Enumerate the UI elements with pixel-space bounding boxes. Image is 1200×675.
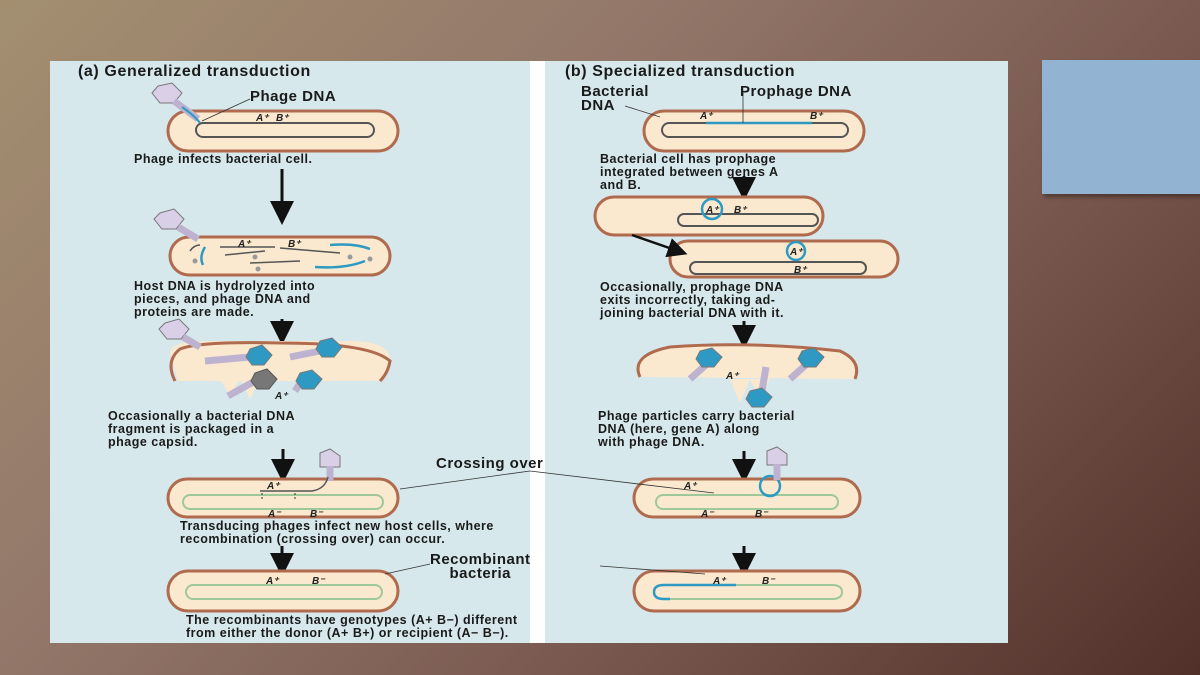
cell-b1: A⁺ B⁺ — [624, 93, 866, 153]
svg-text:B⁺: B⁺ — [276, 113, 290, 124]
label-recombinant-bacteria: Recombinant bacteria — [430, 551, 531, 582]
svg-text:A⁺: A⁺ — [266, 481, 281, 492]
cell-b2: A⁺ B⁺ A⁺ B⁺ — [593, 195, 900, 279]
phage-particle — [289, 337, 343, 361]
phage-particle — [745, 366, 773, 408]
svg-text:A⁺: A⁺ — [705, 205, 720, 216]
svg-text:A⁺: A⁺ — [237, 239, 252, 250]
cell-b3: A⁺ — [636, 343, 859, 408]
svg-text:B⁺: B⁺ — [734, 205, 748, 216]
accent-box — [1042, 60, 1200, 194]
caption-step4: Transducing phages infect new host cells… — [180, 519, 494, 546]
label-phage-dna: Phage DNA — [250, 88, 337, 105]
caption-b-step2: Occasionally, prophage DNA exits incorre… — [600, 280, 784, 320]
cell-a5: A⁺ B⁻ — [166, 569, 400, 613]
svg-text:A⁺: A⁺ — [265, 576, 280, 587]
svg-text:B⁻: B⁻ — [312, 576, 326, 587]
label-bacterial-dna: Bacterial DNA — [581, 83, 649, 114]
cell-a4: A⁺ A⁻ B⁻ — [166, 448, 400, 520]
svg-text:B⁻: B⁻ — [755, 509, 769, 520]
phage-particle — [226, 368, 278, 400]
label-prophage-dna: Prophage DNA — [740, 83, 852, 100]
cell-a2: A⁺ B⁺ — [153, 208, 392, 277]
phage-particle — [787, 347, 825, 382]
svg-text:A⁻: A⁻ — [267, 509, 282, 520]
cell-a3: A⁺ — [158, 318, 392, 402]
caption-a-step1: Phage infects bacterial cell. — [134, 152, 313, 166]
svg-text:A⁺: A⁺ — [725, 371, 740, 382]
cell-a1: A⁺ B⁺ — [151, 82, 400, 153]
cell-b5: A⁺ B⁻ — [632, 569, 862, 613]
svg-text:B⁻: B⁻ — [762, 576, 776, 587]
transduction-figure: A⁺ B⁺ A⁺ B⁺ — [50, 61, 1008, 643]
diagram-graphics: A⁺ B⁺ A⁺ B⁺ — [151, 82, 900, 613]
svg-text:B⁺: B⁺ — [810, 111, 824, 122]
svg-text:A⁺: A⁺ — [255, 113, 270, 124]
caption-b-step1: Bacterial cell has prophage integrated b… — [600, 152, 779, 192]
caption-a-step3: Occasionally a bacterial DNA fragment is… — [108, 409, 295, 449]
svg-text:A⁺: A⁺ — [789, 247, 804, 258]
svg-text:A⁺: A⁺ — [683, 481, 698, 492]
cell-b4: A⁺ A⁻ B⁻ — [632, 446, 862, 520]
svg-text:A⁺: A⁺ — [712, 576, 727, 587]
phage-icon — [151, 82, 201, 124]
panel-b-title: (b) Specialized transduction — [565, 63, 796, 80]
svg-text:A⁻: A⁻ — [700, 509, 715, 520]
caption-step5: The recombinants have genotypes (A+ B−) … — [186, 613, 518, 640]
svg-text:B⁺: B⁺ — [288, 239, 302, 250]
phage-particle — [687, 347, 723, 382]
phage-particle — [204, 344, 273, 366]
label-crossing-over: Crossing over — [436, 455, 544, 472]
panel-a-title: (a) Generalized transduction — [78, 63, 311, 80]
phage-particle — [292, 369, 323, 393]
caption-a-step2: Host DNA is hydrolyzed into pieces, and … — [134, 279, 316, 319]
svg-text:B⁺: B⁺ — [794, 265, 808, 276]
svg-text:A⁺: A⁺ — [699, 111, 714, 122]
svg-text:B⁻: B⁻ — [310, 509, 324, 520]
svg-text:A⁺: A⁺ — [274, 391, 289, 402]
caption-b-step3: Phage particles carry bacterial DNA (her… — [598, 409, 795, 449]
